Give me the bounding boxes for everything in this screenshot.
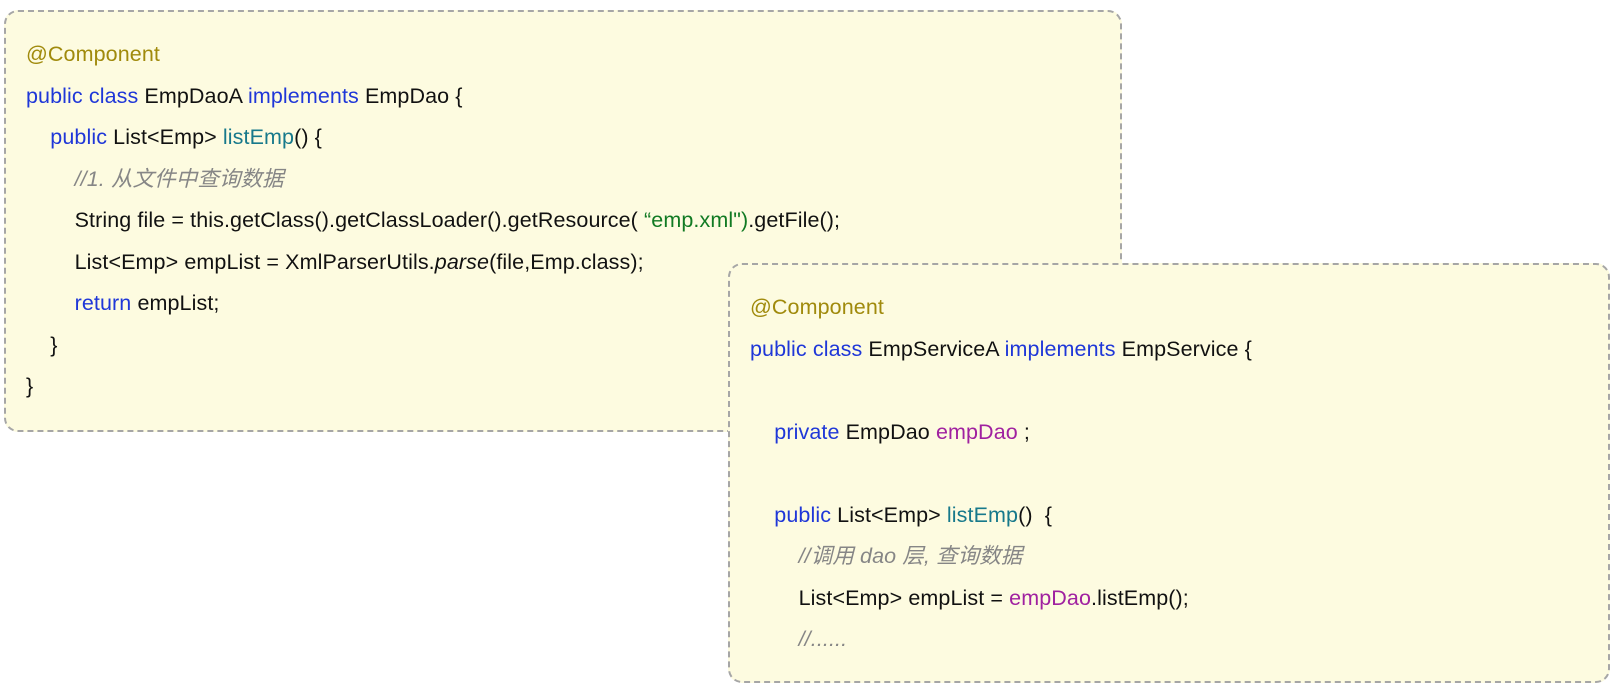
code-token-plain: String file = this.getClass().getClassLo… bbox=[74, 208, 645, 232]
code-panel-emp-service-a: @Component public class EmpServiceA imple… bbox=[728, 263, 1610, 683]
code-token-string: “emp.xml") bbox=[644, 208, 749, 232]
code-indent bbox=[750, 503, 774, 527]
code-token-plain: .listEmp(); bbox=[1091, 585, 1189, 610]
code-line: @Component bbox=[26, 34, 1100, 76]
code-line: //调用 dao 层, 查询数据 bbox=[750, 536, 1588, 578]
code-indent bbox=[26, 250, 75, 274]
code-token-annotation: @Component bbox=[750, 295, 884, 319]
code-panel-emp-dao-a: @Component public class EmpDaoA implement… bbox=[4, 10, 1122, 432]
code-line: public List<Emp> listEmp() { bbox=[26, 117, 1100, 159]
code-token-field: empDao bbox=[935, 419, 1018, 444]
code-token-plain: empList; bbox=[137, 291, 220, 315]
code-token-annotation: @Component bbox=[26, 42, 160, 66]
code-token-comment: //1. 从文件中查询数据 bbox=[74, 166, 284, 191]
code-token-plain: EmpService { bbox=[1121, 336, 1252, 361]
code-line bbox=[750, 370, 1588, 412]
code-token-plain: } bbox=[50, 332, 58, 357]
code-indent bbox=[750, 544, 799, 568]
code-line: @Component bbox=[750, 287, 1588, 329]
code-token-plain: () { bbox=[294, 125, 322, 149]
code-token-comment: //...... bbox=[798, 627, 848, 651]
code-token-keyword: public class bbox=[750, 336, 869, 361]
code-token-keyword: public class bbox=[26, 83, 145, 108]
code-indent bbox=[26, 208, 75, 232]
code-line bbox=[750, 453, 1588, 495]
code-token-keyword: implements bbox=[247, 83, 365, 108]
code-block-emp-dao-a: @Component public class EmpDaoA implement… bbox=[6, 12, 1120, 408]
code-line: //1. 从文件中查询数据 bbox=[26, 159, 1100, 201]
code-token-plain: EmpDao { bbox=[364, 83, 463, 108]
code-indent bbox=[750, 627, 799, 651]
code-token-plain: List<Emp> bbox=[113, 125, 223, 149]
code-line: //...... bbox=[750, 619, 1588, 661]
code-token-keyword: public bbox=[50, 125, 114, 149]
code-line: return empList; bbox=[26, 283, 1100, 325]
code-token-method: listEmp bbox=[222, 125, 295, 149]
code-indent bbox=[750, 420, 774, 444]
code-line: private EmpDao empDao ; bbox=[750, 412, 1588, 454]
code-line: public class EmpServiceA implements EmpS… bbox=[750, 329, 1588, 371]
code-indent bbox=[26, 125, 50, 149]
code-token-plain: } bbox=[26, 374, 34, 398]
code-token-plain: EmpServiceA bbox=[868, 336, 1005, 361]
code-token-keyword: private bbox=[774, 419, 846, 444]
code-line: List<Emp> empList = empDao.listEmp(); bbox=[750, 578, 1588, 620]
code-indent bbox=[750, 586, 799, 610]
code-token-italic: parse bbox=[434, 249, 490, 274]
code-line: public List<Emp> listEmp() { bbox=[750, 495, 1588, 537]
code-token-field: empDao bbox=[1009, 585, 1092, 610]
code-indent bbox=[26, 167, 75, 191]
code-token-keyword: return bbox=[74, 291, 138, 315]
code-token-keyword: implements bbox=[1004, 336, 1122, 361]
code-line: } bbox=[26, 325, 1100, 367]
code-line: public class EmpDaoA implements EmpDao { bbox=[26, 76, 1100, 118]
code-token-method: listEmp bbox=[946, 502, 1019, 527]
code-line: } bbox=[26, 366, 1100, 408]
code-token-plain: List<Emp> empList = XmlParserUtils. bbox=[74, 249, 435, 274]
code-token-keyword: public bbox=[774, 502, 838, 527]
code-token-plain: (file,Emp.class); bbox=[489, 249, 644, 274]
code-token-comment: //调用 dao 层, 查询数据 bbox=[798, 544, 1023, 568]
code-indent bbox=[26, 333, 50, 357]
code-line: String file = this.getClass().getClassLo… bbox=[26, 200, 1100, 242]
code-block-emp-service-a: @Component public class EmpServiceA imple… bbox=[730, 265, 1608, 661]
code-token-plain: List<Emp> bbox=[837, 502, 947, 527]
code-token-plain: List<Emp> empList = bbox=[798, 585, 1010, 610]
code-token-plain: .getFile(); bbox=[748, 208, 841, 232]
code-token-plain: () { bbox=[1018, 502, 1053, 527]
code-token-plain: ; bbox=[1017, 419, 1030, 444]
code-token-plain bbox=[750, 461, 756, 485]
code-token-plain bbox=[750, 378, 756, 402]
code-token-plain: EmpDaoA bbox=[144, 83, 248, 108]
code-token-plain: EmpDao bbox=[845, 419, 936, 444]
code-line: List<Emp> empList = XmlParserUtils.parse… bbox=[26, 242, 1100, 284]
code-indent bbox=[26, 291, 75, 315]
